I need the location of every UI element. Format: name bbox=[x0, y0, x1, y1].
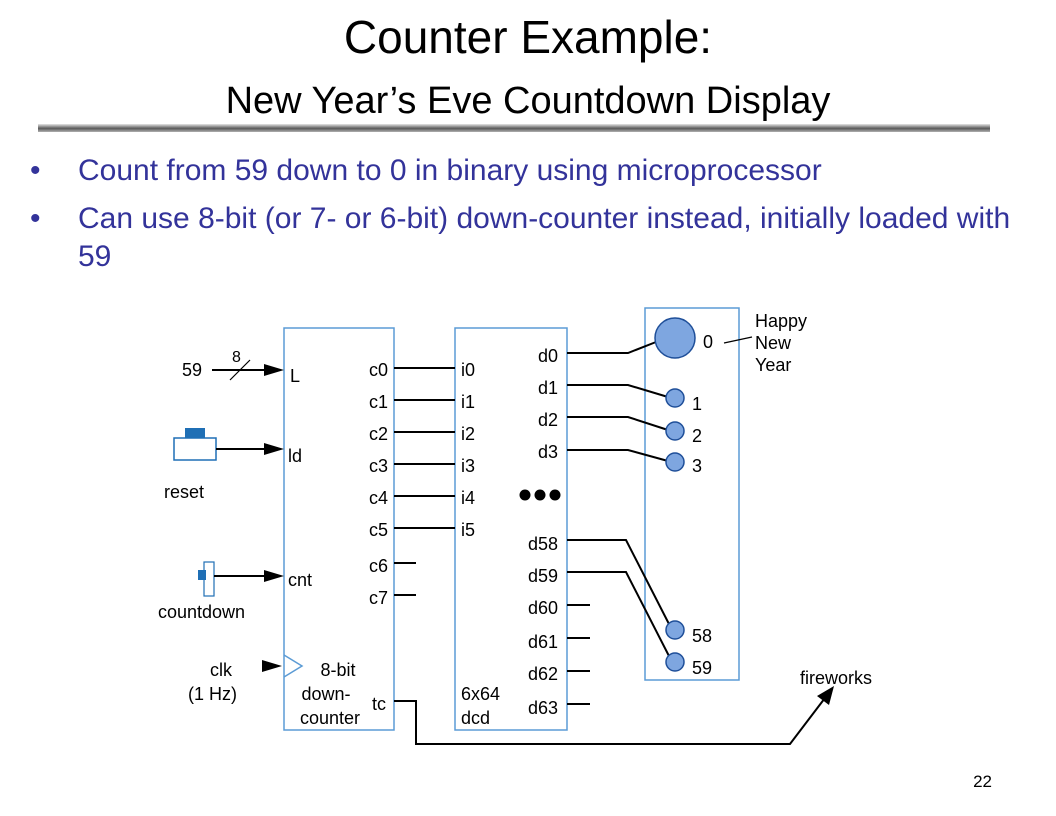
decoder-output-d2: d2 bbox=[538, 410, 558, 430]
slide-subtitle: New Year’s Eve Countdown Display bbox=[225, 80, 831, 122]
bullet-item: •Can use 8-bit (or 7- or 6-bit) down-cou… bbox=[30, 202, 1011, 273]
decoder-block bbox=[454, 327, 568, 731]
counter-output-c6: c6 bbox=[369, 556, 388, 576]
counter-output-c4: c4 bbox=[369, 488, 388, 508]
decoder-output-d1: d1 bbox=[538, 378, 558, 398]
decoder-input-i5: i5 bbox=[461, 520, 475, 540]
ellipsis-dot-icon bbox=[534, 489, 546, 501]
reset-button-cap bbox=[185, 428, 205, 438]
counter-input-cnt: cnt bbox=[288, 570, 312, 590]
counter-output-c1: c1 bbox=[369, 392, 388, 412]
decoder-label-line2: dcd bbox=[461, 708, 490, 728]
led-label-0: 0 bbox=[703, 332, 713, 352]
decoder-output-d61: d61 bbox=[528, 632, 558, 652]
clk-frequency-label: (1 Hz) bbox=[188, 684, 237, 704]
led-label-1: 1 bbox=[692, 394, 702, 414]
countdown-switch-lever-icon bbox=[198, 570, 206, 580]
load-value-59: 59 bbox=[182, 360, 202, 380]
counter-label-line2: down- bbox=[301, 684, 350, 704]
decoder-output-d60: d60 bbox=[528, 598, 558, 618]
led-3-icon bbox=[665, 452, 685, 472]
wire-d1-led1 bbox=[567, 384, 669, 398]
countdown-arrow-icon bbox=[264, 570, 284, 582]
fireworks-label: fireworks bbox=[800, 668, 872, 688]
led-59-icon bbox=[665, 652, 685, 672]
countdown-label: countdown bbox=[158, 602, 245, 622]
ellipsis-dot-icon bbox=[549, 489, 561, 501]
fireworks-arrow-icon bbox=[817, 686, 834, 705]
counter-output-c0: c0 bbox=[369, 360, 388, 380]
decoder-input-i0: i0 bbox=[461, 360, 475, 380]
slide-title: Counter Example: bbox=[343, 11, 713, 63]
led-display-panel bbox=[644, 307, 740, 681]
led-label-2: 2 bbox=[692, 426, 702, 446]
clk-arrow-icon bbox=[262, 660, 282, 672]
led-label-58: 58 bbox=[692, 626, 712, 646]
counter-output-c5: c5 bbox=[369, 520, 388, 540]
decoder-input-i2: i2 bbox=[461, 424, 475, 444]
decoder-output-d0: d0 bbox=[538, 346, 558, 366]
led-0-icon bbox=[654, 317, 696, 359]
title-divider bbox=[38, 124, 990, 132]
reset-label: reset bbox=[164, 482, 204, 502]
counter-label-line3: counter bbox=[300, 708, 360, 728]
down-counter-block bbox=[283, 327, 395, 731]
led-58-icon bbox=[665, 620, 685, 640]
bus-width-label: 8 bbox=[232, 349, 241, 366]
decoder-output-d63: d63 bbox=[528, 698, 558, 718]
counter-output-c7: c7 bbox=[369, 588, 388, 608]
decoder-input-i1: i1 bbox=[461, 392, 475, 412]
decoder-output-d59: d59 bbox=[528, 566, 558, 586]
new-label: New bbox=[755, 333, 792, 353]
counter-input-L: L bbox=[290, 366, 300, 386]
counter-input-ld: ld bbox=[288, 446, 302, 466]
happy-new-year-leader bbox=[723, 336, 753, 344]
decoder-label-line1: 6x64 bbox=[461, 684, 500, 704]
bus-slash-mark bbox=[229, 359, 251, 381]
page-number: 22 bbox=[973, 772, 992, 791]
led-2-icon bbox=[665, 421, 685, 441]
bullet-dot-icon: • bbox=[30, 154, 41, 187]
decoder-input-i3: i3 bbox=[461, 456, 475, 476]
year-label: Year bbox=[755, 355, 791, 375]
decoder-output-d58: d58 bbox=[528, 534, 558, 554]
bullet-list: •Count from 59 down to 0 in binary using… bbox=[30, 152, 1030, 286]
wire-tc-fireworks bbox=[394, 693, 829, 745]
wire-d0-led0 bbox=[567, 341, 657, 354]
wire-d59-led59 bbox=[567, 571, 671, 659]
reset-arrow-icon bbox=[264, 443, 284, 455]
clock-triangle-icon bbox=[283, 654, 304, 678]
wire-d3-led3 bbox=[567, 449, 669, 462]
reset-button[interactable] bbox=[173, 437, 217, 461]
ellipsis-dot-icon bbox=[519, 489, 531, 501]
led-1-icon bbox=[665, 388, 685, 408]
decoder-input-i4: i4 bbox=[461, 488, 475, 508]
decoder-output-d3: d3 bbox=[538, 442, 558, 462]
counter-output-c2: c2 bbox=[369, 424, 388, 444]
bullet-item: •Count from 59 down to 0 in binary using… bbox=[30, 152, 1030, 190]
counter-output-c3: c3 bbox=[369, 456, 388, 476]
happy-label: Happy bbox=[755, 311, 807, 331]
led-label-3: 3 bbox=[692, 456, 702, 476]
decoder-output-d62: d62 bbox=[528, 664, 558, 684]
counter-output-tc: tc bbox=[372, 694, 386, 714]
load-arrow-icon bbox=[264, 364, 284, 376]
bullet-dot-icon: • bbox=[30, 202, 41, 235]
wire-d2-led2 bbox=[567, 416, 669, 431]
clk-label: clk bbox=[210, 660, 233, 680]
counter-label-line1: 8-bit bbox=[320, 660, 355, 680]
led-label-59: 59 bbox=[692, 658, 712, 678]
wire-d58-led58 bbox=[567, 539, 671, 627]
